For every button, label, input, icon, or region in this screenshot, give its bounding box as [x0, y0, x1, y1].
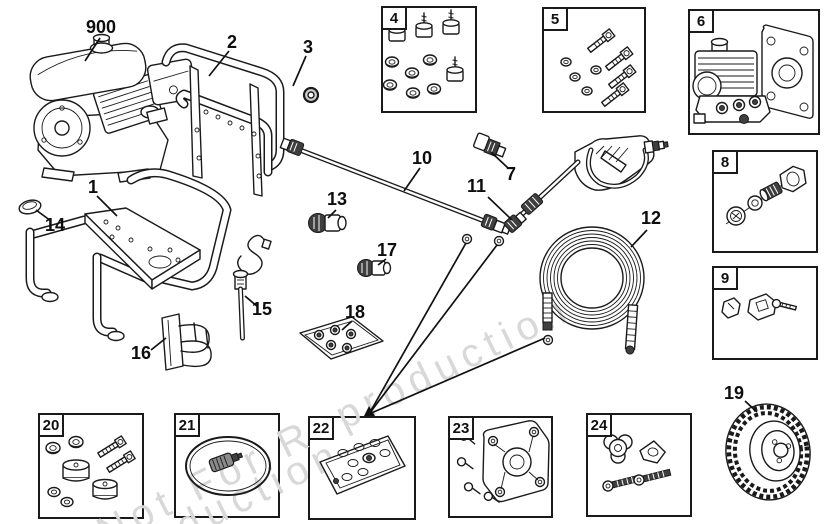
handle-drawing	[161, 43, 285, 197]
callout-18: 18	[345, 302, 366, 322]
box-number-21: 21	[174, 413, 200, 437]
adapter-fitting-drawing	[308, 213, 347, 233]
gun-holder-drawing	[161, 313, 212, 371]
callout-11: 11	[467, 176, 487, 196]
callout-2: 2	[227, 32, 238, 52]
coupler-drawing	[473, 132, 507, 158]
spray-gun-drawing	[503, 135, 669, 233]
grommet-drawing	[302, 86, 320, 104]
box-number-20: 20	[38, 413, 64, 437]
flange-nuts	[382, 54, 442, 99]
oring-kit-drawing	[185, 436, 271, 496]
frame-drawing	[25, 168, 232, 342]
callout-15: 15	[252, 299, 273, 319]
callout-16: 16	[131, 343, 152, 363]
box-number-4: 4	[381, 6, 407, 30]
callout-13: 13	[327, 189, 348, 209]
engine-drawing	[29, 33, 198, 183]
callout-12: 12	[641, 208, 662, 228]
callout-17: 17	[377, 240, 398, 260]
mount-kit-drawing	[382, 9, 464, 99]
callout-19: 19	[724, 383, 745, 403]
washer-rings	[461, 233, 554, 346]
box-number-8: 8	[712, 150, 738, 174]
wand-drawing	[279, 137, 511, 235]
bolt-kit-drawing	[560, 28, 637, 107]
callout-900: 900	[86, 17, 117, 37]
foot-kit-drawing	[45, 435, 136, 508]
inlet-kit-drawing	[725, 165, 807, 226]
callout-10: 10	[412, 148, 433, 168]
post-cap-drawing	[18, 199, 42, 215]
box-number-24: 24	[586, 413, 612, 437]
box-number-22: 22	[308, 416, 334, 440]
box-number-6: 6	[688, 9, 714, 33]
nozzle-kit-drawing	[299, 316, 384, 360]
outlet-fitting-drawing	[357, 259, 392, 277]
clip-kit-drawing	[721, 293, 798, 321]
box-number-5: 5	[542, 7, 568, 31]
callout-7: 7	[506, 164, 517, 184]
box-number-9: 9	[712, 266, 738, 290]
pump-drawing	[692, 24, 814, 124]
leader-lines	[35, 37, 758, 416]
wheel-drawing	[725, 403, 811, 501]
box-number-23: 23	[448, 416, 474, 440]
knob-kit-drawing	[602, 434, 672, 492]
siphon-tube-drawing	[232, 234, 272, 341]
callout-14: 14	[45, 215, 66, 235]
nozzle-tray-drawing	[319, 435, 406, 495]
callout-1: 1	[88, 177, 99, 197]
pump-plate-drawing	[456, 420, 550, 503]
callout-3: 3	[303, 37, 314, 57]
hose-drawing	[539, 226, 645, 355]
